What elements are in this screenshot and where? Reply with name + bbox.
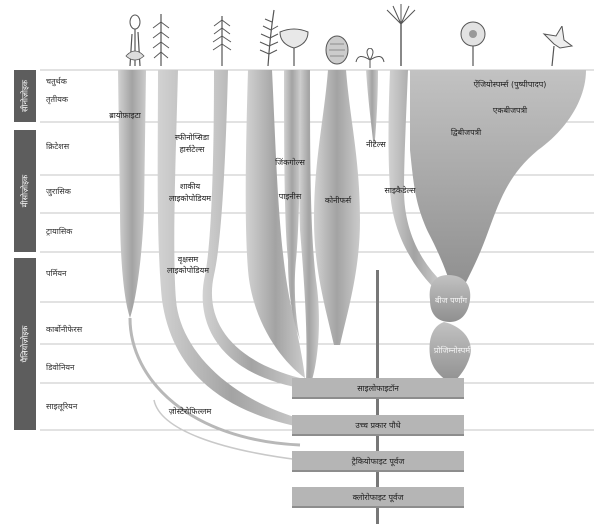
- label-cycadales: साइकैडेल्स: [385, 186, 416, 196]
- lineage-bryophyta: [118, 70, 146, 318]
- conifer-icon: [324, 34, 350, 66]
- label-lycopodium-2: लाइकोपोडियम: [167, 266, 209, 276]
- lineage-conifers: [314, 70, 360, 345]
- palm-plant-icon: [384, 4, 418, 66]
- label-sphenopsida: स्फीनोप्सिडा: [175, 133, 209, 143]
- label-angiosperms: ऐंजियोस्पर्म्स (पुष्पीपादप): [474, 80, 547, 90]
- label-pines: पाइनीस: [279, 192, 301, 202]
- era-label: पैलियोज़ोइक: [20, 326, 31, 363]
- period-label: चतुर्थक: [46, 76, 67, 87]
- period-label: तृतीयक: [46, 94, 68, 105]
- period-label: डिवोनियन: [46, 362, 74, 373]
- label-progymnosperm: प्रोजिम्नोस्पर्म: [434, 346, 470, 356]
- period-label: पर्मियन: [46, 268, 66, 279]
- era-label: मीसोज़ोइक: [20, 175, 31, 207]
- label-seed-ferns: बीज पर्णांग: [435, 296, 467, 306]
- label-herbaceous: शाकीय: [180, 182, 200, 192]
- fern-frond-icon: [256, 6, 280, 66]
- horsetail-plant-icon: [150, 10, 172, 66]
- daffodil-icon: [540, 26, 574, 66]
- period-label: जुरासिक: [46, 186, 71, 197]
- period-label: ट्रायासिक: [46, 226, 72, 237]
- ancestor-psilophyton: साइलोफाइटॉन: [292, 378, 464, 399]
- ancestor-chlorophyte: क्लोरोफाइट पूर्वज: [292, 487, 464, 508]
- label-arborescent: वृक्षसम: [178, 255, 198, 265]
- period-label: क्रिटेशस: [46, 141, 69, 152]
- label-horsetails: हार्सटेल्स: [180, 145, 205, 155]
- lineage-angiosperms: [410, 70, 586, 290]
- era-mesozoic: मीसोज़ोइक: [14, 130, 36, 252]
- cycad-icon: [354, 48, 386, 68]
- moss-plant-icon: [120, 8, 150, 66]
- label-bryophyta: ब्रायोफ़ाइटा: [109, 111, 141, 121]
- period-label: कार्बोनीफेरस: [46, 324, 82, 335]
- label-conifers: कोनीफर्स: [325, 196, 351, 206]
- flower-icon: [455, 20, 491, 66]
- label-ginkgo: जिंकगोल्स: [275, 158, 305, 168]
- period-label: साइलूरियन: [46, 401, 77, 412]
- lineage-gnetales: [366, 70, 378, 150]
- ancestor-early-vascular: उच्च प्रकार पौधे: [292, 415, 464, 436]
- label-dicots: द्विबीजपत्री: [451, 128, 481, 138]
- ginkgo-leaf-icon: [278, 26, 310, 66]
- label-gnetales: नीटेल्स: [366, 140, 386, 150]
- era-cenozoic: सीनोज़ोइक: [14, 70, 36, 122]
- era-label: सीनोज़ोइक: [20, 80, 31, 112]
- label-zosterophyllum: ज़ोस्टेरोफिल्लम: [169, 407, 212, 417]
- label-monocots: एकबीजपत्री: [493, 106, 527, 116]
- label-lycopodium: लाइकोपोडियम: [169, 194, 211, 204]
- club-moss-plant-icon: [210, 10, 234, 66]
- era-paleozoic: पैलियोज़ोइक: [14, 258, 36, 430]
- ancestor-tracheophyte: ट्रैकियोफाइट पूर्वज: [292, 451, 464, 472]
